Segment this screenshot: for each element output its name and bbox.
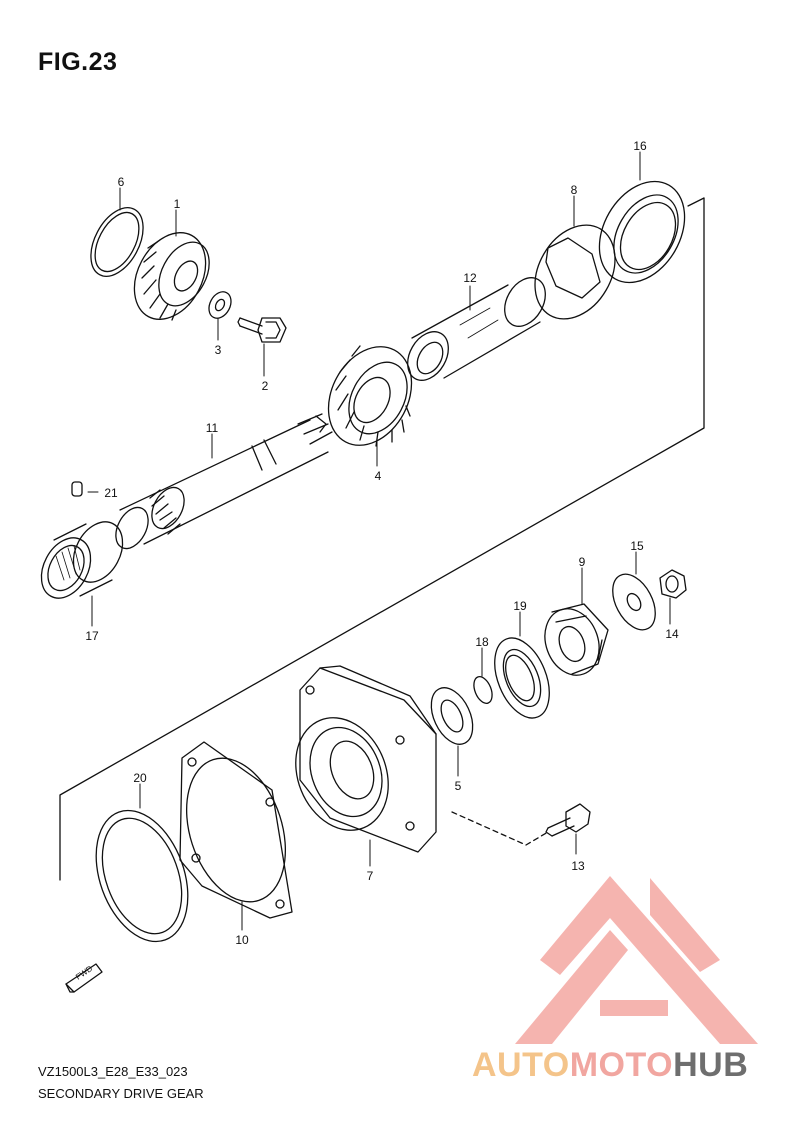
figure-title: FIG.23 — [38, 48, 118, 76]
callout-7: 7 — [367, 869, 374, 883]
part-21-pin — [71, 481, 83, 497]
part-6-o-ring — [90, 207, 144, 277]
watermark-part-1: AUTO — [472, 1046, 570, 1084]
part-7-housing — [295, 665, 437, 853]
callout-10: 10 — [235, 933, 249, 947]
assembly-frame — [59, 197, 705, 881]
callout-13: 13 — [571, 859, 585, 873]
part-16-oil-seal — [598, 180, 686, 284]
callout-14: 14 — [665, 627, 679, 641]
part-19-bearing — [494, 637, 550, 719]
watermark-part-2: MOTO — [569, 1046, 674, 1084]
part-11-shaft — [115, 413, 333, 550]
callout-3: 3 — [215, 343, 222, 357]
part-5-shim — [430, 687, 474, 745]
callout-4: 4 — [375, 469, 382, 483]
callout-labels: 6 1 3 2 4 12 8 16 11 21 17 9 15 14 19 18… — [74, 139, 679, 982]
callout-19: 19 — [513, 599, 527, 613]
callout-16: 16 — [633, 139, 647, 153]
part-4-bevel-gear — [327, 345, 413, 447]
watermark-logo — [515, 876, 758, 1044]
part-13-bolt — [545, 803, 591, 837]
callout-2: 2 — [262, 379, 269, 393]
callout-9: 9 — [579, 555, 586, 569]
assembly-frame-upper — [687, 197, 705, 207]
part-3-washer — [208, 291, 232, 319]
part-18-ring — [473, 676, 493, 704]
part-8-ring — [534, 224, 616, 320]
watermark-text: AUTOMOTOHUB — [472, 1046, 748, 1085]
bolt-guide-line — [451, 811, 549, 846]
part-20-o-ring — [95, 809, 189, 943]
callout-21: 21 — [104, 486, 118, 500]
callout-17: 17 — [85, 629, 99, 643]
part-15-washer — [612, 573, 656, 631]
callout-6: 6 — [118, 175, 125, 189]
callout-5: 5 — [455, 779, 462, 793]
callout-11: 11 — [206, 421, 219, 435]
fwd-arrow-icon — [65, 963, 103, 993]
callout-1: 1 — [174, 197, 181, 211]
figure-name: SECONDARY DRIVE GEAR — [38, 1086, 204, 1101]
watermark-part-3: HUB — [673, 1046, 749, 1084]
part-1-bevel-gear — [133, 232, 210, 321]
callout-18: 18 — [475, 635, 489, 649]
part-12-spacer — [407, 277, 546, 381]
part-2-bolt — [237, 317, 287, 343]
callout-20: 20 — [133, 771, 147, 785]
leader-lines — [87, 151, 671, 931]
callout-12: 12 — [463, 271, 477, 285]
model-code: VZ1500L3_E28_E33_023 — [38, 1064, 188, 1079]
callout-15: 15 — [630, 539, 644, 553]
part-10-gasket — [179, 741, 293, 919]
part-9-coupling — [544, 603, 609, 676]
part-14-nut — [659, 569, 687, 599]
callout-8: 8 — [571, 183, 578, 197]
part-17-needle-bearing — [40, 521, 124, 599]
